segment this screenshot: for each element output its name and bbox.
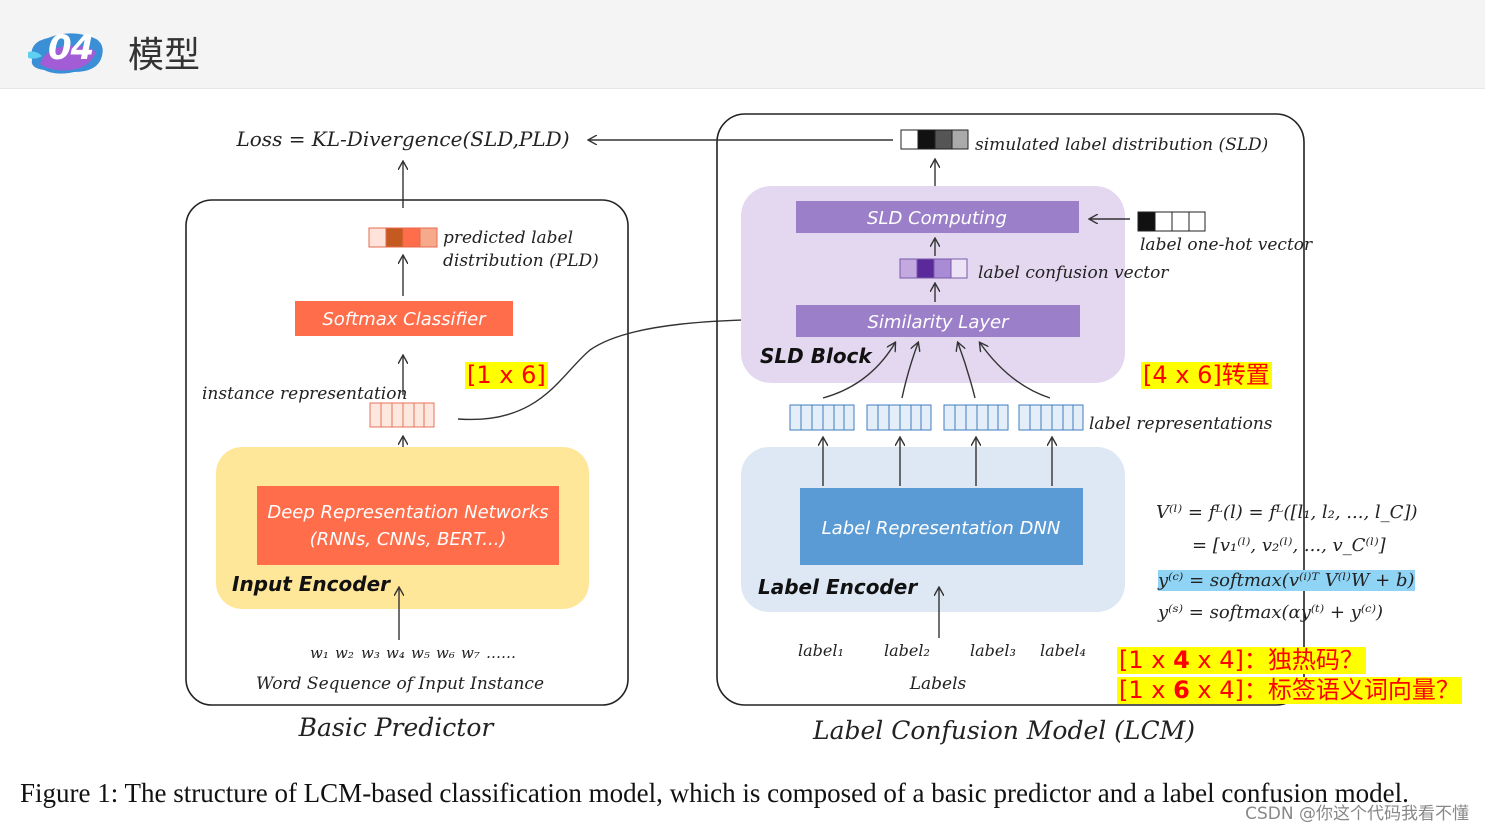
pld-label-line2: distribution (PLD) [443,251,599,271]
pld-vector [368,227,438,248]
drn-line1: Deep Representation Networks [267,502,548,523]
sld-computing-label: SLD Computing [867,208,1007,229]
drn-line2: (RNNs, CNNs, BERT...) [310,529,507,550]
sld-block-label: SLD Block [760,344,873,368]
label-reprs-label: label representations [1089,414,1273,434]
label-repr-3 [943,404,1009,431]
word-token: w₃ [361,644,380,662]
onehot-vector [1137,211,1206,232]
header-divider [0,88,1485,89]
word-token: …… [486,644,516,662]
word-token: w₂ [335,644,354,662]
repr2-to-similarity [901,343,918,399]
label-token: label₃ [970,641,1016,660]
formula-line-2: = [v₁⁽ˡ⁾, v₂⁽ˡ⁾, ..., v_C⁽ˡ⁾] [1192,535,1386,556]
word-sequence: w₁ w₂ w₃ w₄ w₅ w₆ w₇ …… [310,644,516,662]
onehot-label: label one-hot vector [1140,235,1313,255]
annotation-part: [1 x [1119,646,1174,674]
section-number: 04 [48,28,94,68]
sld-vector [900,129,969,150]
formula-line-3: y⁽ᶜ⁾ = softmax(v⁽ⁱ⁾ᵀ V⁽ˡ⁾W + b) [1158,570,1415,591]
word-seq-caption: Word Sequence of Input Instance [256,674,544,694]
lcm-frame [716,113,1305,706]
basic-predictor-frame [185,199,629,706]
word-token: w₇ [461,644,480,662]
figure-caption: Figure 1: The structure of LCM-based cla… [20,778,1409,808]
confusion-vector [899,258,968,279]
basic-predictor-title: Basic Predictor [298,713,496,742]
instance-to-similarity-arrow [457,319,790,421]
annotation-1x6: [1 x 6] [465,361,548,390]
sld-computing-box [796,201,1079,233]
slide-title: 模型 [128,35,201,76]
annotation-bold: 6 [1173,676,1190,704]
word-token: w₄ [386,644,405,662]
watermark: CSDN @你这个代码我看不懂 [1245,804,1469,824]
word-token: w₅ [411,644,430,662]
label-repr-4 [1018,404,1084,431]
drn-box [257,486,559,565]
annotation-onehot-question: [1 x 4 x 4]：独热码？ [1117,646,1366,675]
lcm-title: Label Confusion Model (LCM) [812,716,1195,745]
repr3-to-similarity [958,343,976,399]
formula-line-4: y⁽ˢ⁾ = softmax(αy⁽ᵗ⁾ + y⁽ᶜ⁾) [1158,602,1384,623]
instance-repr-label: instance representation [202,384,407,404]
word-token: w₆ [436,644,455,662]
label-token: label₁ [798,641,844,660]
confusion-label: label confusion vector [978,263,1169,283]
label-repr-vectors [789,404,1084,431]
input-encoder-label: Input Encoder [232,572,391,596]
label-repr-1 [789,404,855,431]
softmax-classifier-label: Softmax Classifier [322,309,487,330]
repr1-to-similarity [822,343,895,399]
instance-repr-vector [369,402,435,428]
formula-line-1: V⁽ˡ⁾ = fᴸ(l) = fᴸ([l₁, l₂, ..., l_C]) [1156,502,1418,523]
labels-caption: Labels [909,674,967,694]
annotation-part: x 4]：标签语义词向量？ [1189,676,1460,704]
label-token: label₂ [884,641,930,660]
label-dnn-label: Label Representation DNN [822,518,1061,539]
annotation-part: [1 x [1119,676,1174,704]
annotation-part: x 4]：独热码？ [1189,646,1364,674]
label-dnn-box [800,488,1083,565]
annotation-4x6-transpose: [4 x 6]转置 [1141,361,1272,390]
loss-text: Loss = KL-Divergence(SLD,PLD) [235,127,569,151]
label-repr-2 [866,404,932,431]
badge-splash-icon [28,33,103,74]
sld-label: simulated label distribution (SLD) [975,135,1268,155]
annotation-wordvec-question: [1 x 6 x 4]：标签语义词向量？ [1117,676,1462,705]
label-encoder-label: Label Encoder [758,575,918,599]
repr4-to-similarity [980,343,1051,399]
similarity-layer-box [796,305,1080,337]
label-token: label₄ [1040,641,1086,660]
softmax-classifier-box [295,301,513,336]
slide-header [0,0,1485,88]
word-token: w₁ [310,644,329,662]
pld-label-line1: predicted label [443,228,573,248]
similarity-layer-label: Similarity Layer [867,312,1010,333]
annotation-bold: 4 [1173,646,1190,674]
